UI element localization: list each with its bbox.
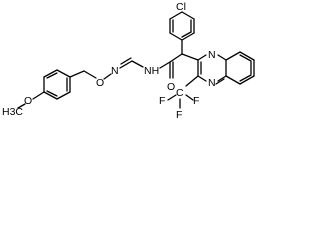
chlorine-label: Cl [176,1,186,13]
oximino-amide-chain [69,57,174,80]
cf3-carbon-label: C [176,87,184,99]
chlorophenyl-ring [169,11,195,41]
carbonyl-oxygen-label: O [167,81,175,93]
fluorine-label-3: F [176,109,182,121]
quinoxaline-n4-label: N [208,77,216,89]
imine-nitrogen-label: N [111,65,119,77]
oxime-oxygen-label: O [96,77,104,89]
methoxy-group [17,91,45,109]
alpha-carbon-bonds [169,39,199,63]
quinoxaline-core [197,51,255,85]
methoxyphenyl-ring [43,69,71,100]
molecule-structure: H3C O O N NH O Cl N N C F F F [2,1,255,121]
quinoxaline-n1-label: N [208,49,216,61]
fluorine-label-1: F [159,95,165,107]
methoxy-carbon-label: H3C [2,106,23,118]
fluorine-label-2: F [193,95,199,107]
trifluoromethyl-group [167,75,199,109]
amide-nh-label: NH [144,65,159,77]
methoxy-oxygen-label: O [24,95,32,107]
